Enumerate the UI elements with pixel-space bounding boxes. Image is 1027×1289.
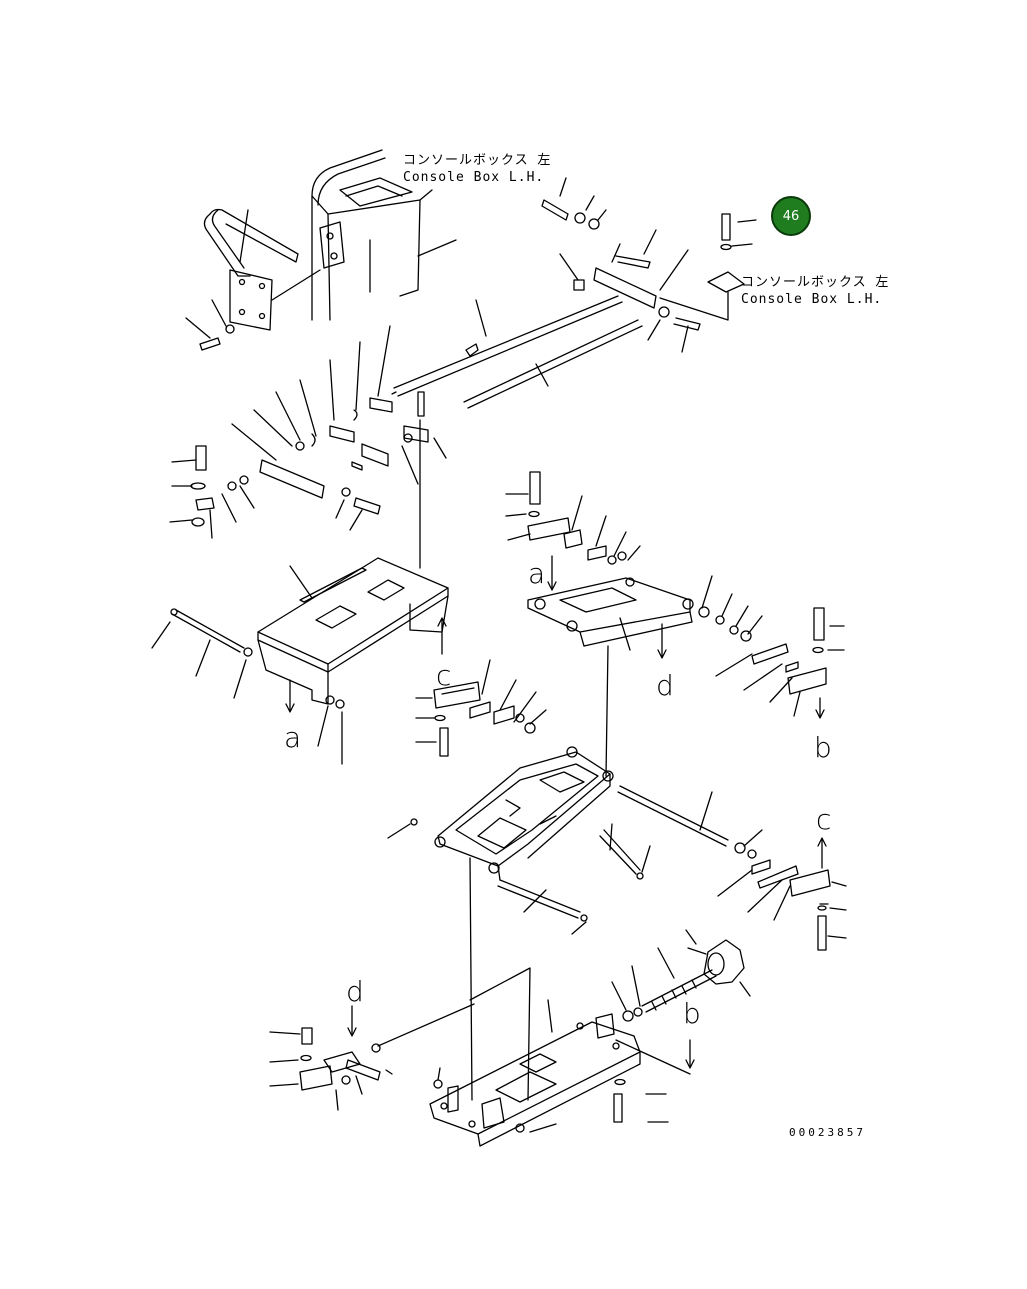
small-parts-cluster xyxy=(169,325,447,539)
control-rods xyxy=(391,177,757,409)
page-number-badge[interactable]: 46 xyxy=(771,196,811,236)
callout-right-jp: コンソールボックス 左 xyxy=(741,275,890,290)
connector-d-lower: d xyxy=(346,975,364,1008)
callout-top-jp: コンソールボックス 左 xyxy=(403,153,552,168)
connector-c-lower: c xyxy=(816,803,832,836)
callout-top-en: Console Box L.H. xyxy=(403,170,545,185)
callout-right-en: Console Box L.H. xyxy=(741,292,883,307)
middle-arm xyxy=(387,746,847,1101)
connector-b-upper: b xyxy=(814,731,832,764)
console-box-housing xyxy=(311,149,433,321)
connector-a-upper: a xyxy=(528,557,546,590)
connector-a-lower: a xyxy=(284,721,302,754)
connector-d-upper: d xyxy=(656,669,674,702)
upper-arm xyxy=(415,471,845,777)
connector-b-lower: b xyxy=(683,997,701,1030)
connector-c-upper: c xyxy=(436,659,452,692)
drawing-code: 00023857 xyxy=(789,1126,866,1139)
base-plate xyxy=(269,929,751,1147)
grab-handle xyxy=(185,208,457,351)
lower-plate xyxy=(151,419,449,765)
